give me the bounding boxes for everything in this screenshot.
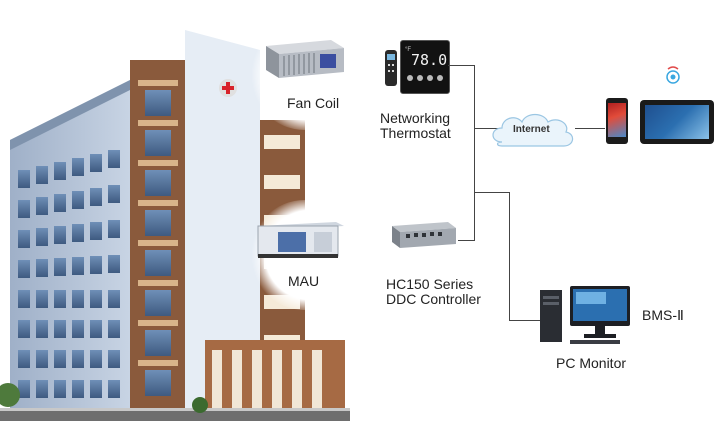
connector-branch-pc (474, 192, 510, 193)
connector-pc-horizontal (509, 320, 543, 321)
remote-control (385, 50, 397, 86)
mau-unit (256, 220, 346, 260)
connector-to-internet (474, 128, 500, 129)
connector-trunk-vertical (474, 65, 475, 241)
ddc-label-line1: HC150 Series (386, 276, 474, 292)
internet-label: Internet (513, 124, 550, 135)
ddc-label-line2: DDC Controller (386, 291, 481, 307)
bms-label: BMS-Ⅱ (642, 307, 684, 323)
thermostat-label-line1: Networking (380, 110, 451, 126)
fan-coil-label: Fan Coil (287, 95, 340, 111)
connector-pc-vertical (509, 192, 510, 320)
smartphone (606, 98, 628, 144)
cloud-internet: Internet (488, 108, 578, 152)
connector-ddc-right (458, 240, 475, 241)
mau-label: MAU (288, 273, 320, 289)
wifi-signal-icon (666, 66, 680, 88)
thermostat-display-value: 78.0 (411, 51, 448, 69)
thermostat-display-unit: °F (405, 47, 412, 53)
ddc-controller (388, 220, 458, 250)
tablet (640, 100, 714, 144)
thermostat-device: 78.0 °F (400, 40, 450, 94)
pc-monitor-label: PC Monitor (556, 355, 627, 371)
connector-internet-devices (575, 128, 605, 129)
connector-thermostat-right (448, 65, 474, 66)
pc-computer (540, 286, 632, 344)
thermostat-label-line2: Thermostat (380, 125, 451, 141)
fan-coil-unit (256, 38, 346, 82)
